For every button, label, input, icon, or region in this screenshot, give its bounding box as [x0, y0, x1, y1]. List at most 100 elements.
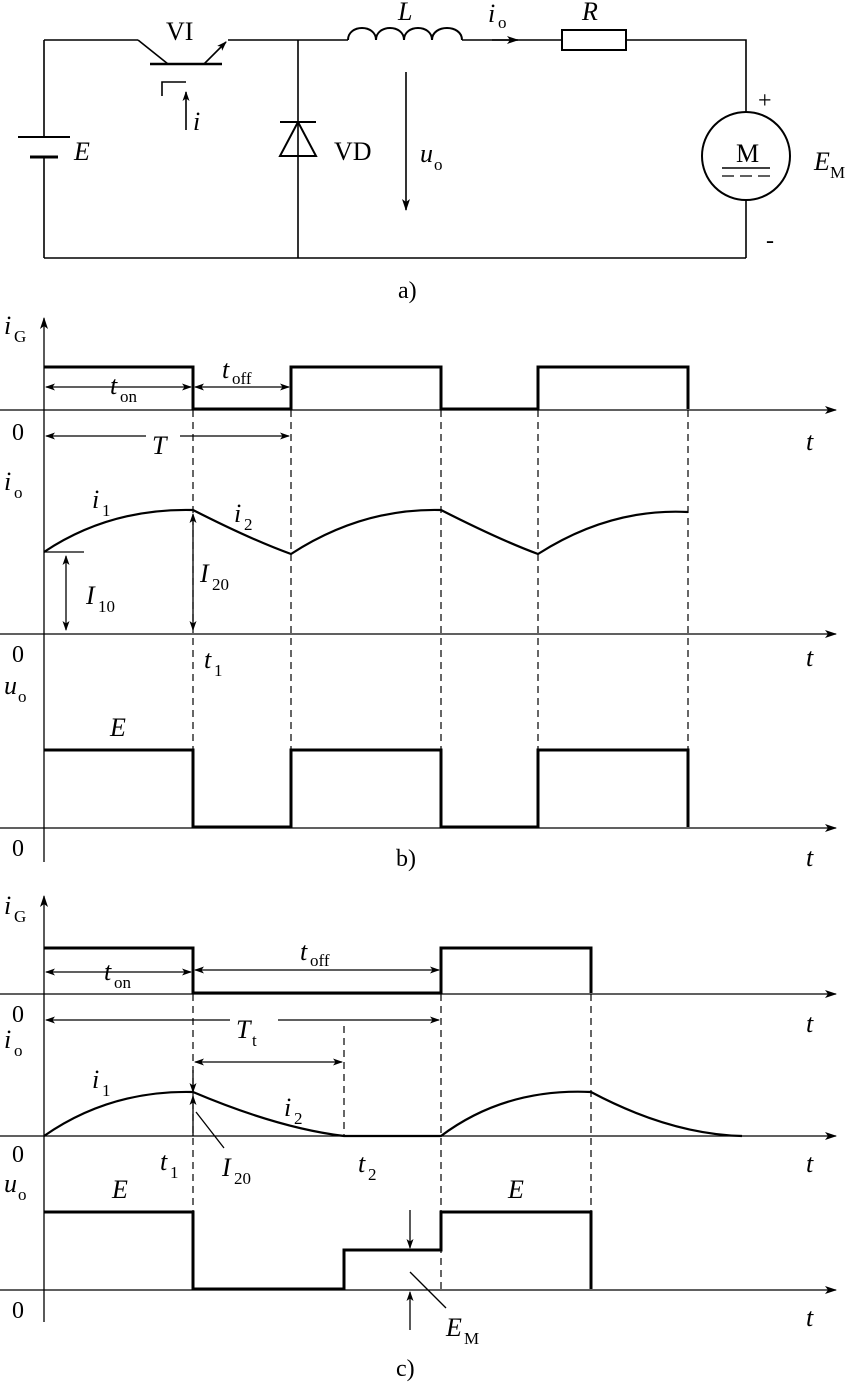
em-label-c: E [445, 1313, 462, 1342]
period-label-mask-b [146, 424, 180, 454]
i20-sub-c: 20 [234, 1169, 251, 1188]
caption-c: c) [396, 1356, 415, 1382]
uo-E-label-c-2: E [507, 1175, 524, 1204]
ton-sub-c: on [114, 973, 132, 992]
io-axis-sub-c: o [14, 1041, 23, 1060]
t1-sub-c: 1 [170, 1163, 179, 1182]
gate-pulse-waveform-c [44, 946, 593, 995]
motor-plus-sign: + [758, 88, 772, 114]
motor-label: M [736, 139, 759, 168]
uo-E-label-b: E [109, 713, 126, 742]
origin-io-c: 0 [12, 1142, 24, 1168]
i1-label-c: i [92, 1065, 99, 1094]
ig-axis-sub-c: G [14, 907, 26, 926]
ig-axis-label-c: i [4, 891, 11, 920]
i10-sub-b: 10 [98, 597, 115, 616]
i1-sub-b: 1 [102, 501, 111, 520]
inductor-symbol [347, 27, 463, 41]
i2-sub-b: 2 [244, 515, 253, 534]
origin-ig-c: 0 [12, 1002, 24, 1028]
i10-label-b: I [85, 581, 96, 610]
t1-label-c: t [160, 1147, 168, 1176]
resistor-label: R [581, 0, 598, 26]
i2-sub-c: 2 [294, 1109, 303, 1128]
origin-uo-b: 0 [12, 836, 24, 862]
t2-label-c: t [358, 1149, 366, 1178]
toff-sub-c: off [310, 951, 330, 970]
i1-label-b: i [92, 485, 99, 514]
ton-label-b: t [110, 371, 118, 400]
inductor-label: L [397, 0, 412, 26]
emf-subscript: M [830, 163, 845, 182]
motor-minus-sign: - [766, 228, 774, 254]
t-axis-label-3-c: t [806, 1303, 814, 1332]
circuit-diagram: E VI i VD L i o R u o [18, 0, 845, 259]
uo-axis-sub-c: o [18, 1185, 27, 1204]
t-axis-label-2-c: t [806, 1149, 814, 1178]
ig-axis-label-b: i [4, 311, 11, 340]
output-current-curve-b [43, 508, 689, 556]
waveforms-panel-b: i G i o u o 0 0 0 t t t t on t off T I 1… [0, 311, 837, 872]
t-axis-label-2-b: t [806, 643, 814, 672]
uo-axis-label-c: u [4, 1169, 17, 1198]
period-sub-c: t [252, 1031, 257, 1050]
motor-symbol [701, 111, 791, 201]
output-voltage-waveform-b [44, 748, 690, 829]
toff-label-b: t [222, 355, 230, 384]
emf-label: E [813, 147, 830, 176]
io-axis-label-c: i [4, 1025, 11, 1054]
diode-label: VD [334, 137, 372, 166]
output-current-subscript: o [498, 13, 507, 32]
wire-resistor-to-motor [626, 39, 747, 112]
i20-label-b: I [199, 559, 210, 588]
em-sub-c: M [464, 1329, 479, 1348]
i2-label-b: i [234, 499, 241, 528]
caption-a: a) [398, 278, 417, 304]
output-voltage-label: u [420, 139, 433, 168]
i20-label-c: I [221, 1153, 232, 1182]
uo-axis-sub-b: o [18, 687, 27, 706]
io-axis-sub-b: o [14, 483, 23, 502]
period-label-mask-c [230, 1008, 278, 1042]
t-axis-label-1-b: t [806, 427, 814, 456]
toff-label-c: t [300, 937, 308, 966]
t1-sub-b: 1 [214, 661, 223, 680]
output-current-curve-c [43, 1090, 743, 1138]
uo-E-label-c-1: E [111, 1175, 128, 1204]
output-current-label: i [488, 0, 495, 28]
io-axis-label-b: i [4, 467, 11, 496]
i20-leader-c [195, 1111, 225, 1149]
uo-axis-label-b: u [4, 671, 17, 700]
output-voltage-subscript: o [434, 155, 443, 174]
transistor-symbol [137, 39, 227, 130]
ton-label-c: t [104, 957, 112, 986]
base-current-label: i [193, 107, 200, 136]
em-leader-c [409, 1271, 447, 1309]
origin-ig-b: 0 [12, 420, 24, 446]
t-axis-label-1-c: t [806, 1009, 814, 1038]
period-label-b: T [152, 431, 168, 460]
output-voltage-waveform-c [44, 1210, 593, 1291]
toff-sub-b: off [232, 369, 252, 388]
gate-pulse-waveform-b [44, 365, 690, 411]
diode-symbol [278, 119, 318, 157]
t2-sub-c: 2 [368, 1165, 377, 1184]
origin-uo-c: 0 [12, 1298, 24, 1324]
ton-sub-b: on [120, 387, 138, 406]
origin-io-b: 0 [12, 642, 24, 668]
source-label: E [73, 137, 90, 166]
ig-axis-sub-b: G [14, 327, 26, 346]
t1-label-b: t [204, 645, 212, 674]
i1-sub-c: 1 [102, 1081, 111, 1100]
i2-label-c: i [284, 1093, 291, 1122]
transistor-label: VI [166, 17, 193, 46]
guide-lines-c [192, 994, 592, 1290]
waveforms-panel-c: i G i o u o 0 0 0 t t t t on t off T t i… [0, 891, 837, 1348]
resistor-symbol [561, 29, 627, 51]
period-label-c: T [236, 1015, 252, 1044]
battery-symbol [18, 136, 70, 159]
caption-b: b) [396, 846, 416, 872]
t-axis-label-3-b: t [806, 843, 814, 872]
i20-sub-b: 20 [212, 575, 229, 594]
